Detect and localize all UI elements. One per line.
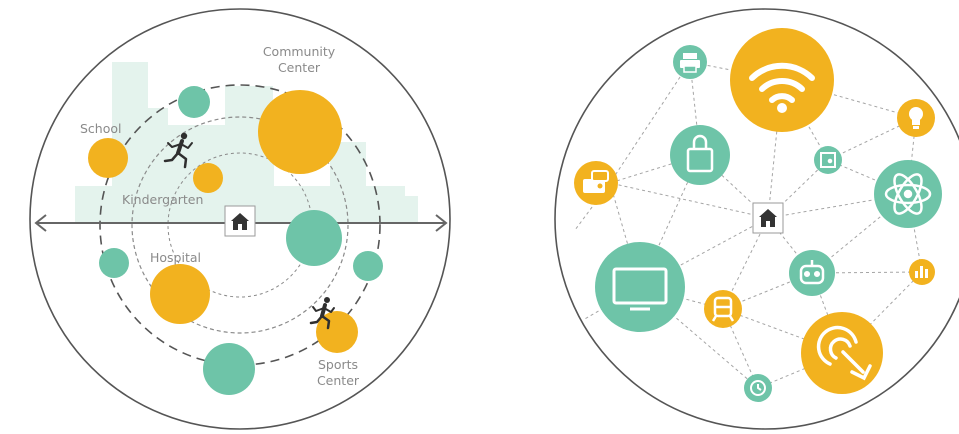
clock-icon <box>750 380 766 396</box>
right-diagram <box>554 8 959 430</box>
runner-icon <box>309 297 335 330</box>
wifi-node <box>730 28 834 132</box>
building-silhouettes <box>75 62 418 222</box>
outer-ring <box>99 84 381 366</box>
chart-icon <box>915 266 928 278</box>
hospital-label: Hospital <box>150 250 201 265</box>
wallet-node <box>574 161 618 205</box>
teal-node <box>286 210 342 266</box>
kindergarten-node <box>193 163 223 193</box>
kindergarten-label: Kindergarten <box>122 192 203 207</box>
hospital-node <box>150 264 210 324</box>
teal-node <box>99 248 129 278</box>
bulb-icon <box>909 107 923 129</box>
right-frame-circle <box>554 8 959 430</box>
clock-node <box>744 374 772 402</box>
school-node <box>88 138 128 178</box>
middle-ring <box>131 116 349 334</box>
monitor-node <box>595 242 685 332</box>
robot-icon <box>799 260 825 285</box>
touch-node <box>801 312 883 394</box>
sports-center-node <box>316 311 358 353</box>
monitor-icon <box>612 267 668 311</box>
community-center-label-2: Center <box>278 60 321 75</box>
teal-node <box>353 251 383 281</box>
train-node <box>704 290 742 328</box>
house-icon <box>224 205 256 237</box>
atom-icon <box>884 173 932 215</box>
school-label: School <box>80 121 122 136</box>
teal-node <box>178 86 210 118</box>
robot-node <box>789 250 835 296</box>
wifi-icon <box>749 62 815 103</box>
atom-node <box>874 160 942 228</box>
runner-icon <box>163 132 193 169</box>
left-frame-circle <box>29 8 451 430</box>
community-center-node <box>258 90 342 174</box>
sports-center-label-1: Sports <box>318 357 358 372</box>
shopping-bag-icon <box>686 134 714 173</box>
teal-node <box>203 343 255 395</box>
door-icon <box>820 152 836 168</box>
left-diagram: Community Center School Kindergarten Hos… <box>29 8 451 430</box>
community-center-label-1: Community <box>263 44 336 59</box>
wallet-icon <box>583 170 609 193</box>
printer-node <box>673 45 707 79</box>
printer-icon <box>680 53 700 73</box>
arrow-left-icon <box>34 214 47 232</box>
arrow-right-icon <box>435 214 448 232</box>
house-icon <box>752 202 784 234</box>
bulb-node <box>897 99 935 137</box>
sports-center-label-2: Center <box>317 373 360 388</box>
chart-node <box>909 259 935 285</box>
shopping-bag-node <box>670 125 730 185</box>
train-icon <box>711 296 735 322</box>
door-node <box>814 146 842 174</box>
touch-icon <box>816 325 872 381</box>
